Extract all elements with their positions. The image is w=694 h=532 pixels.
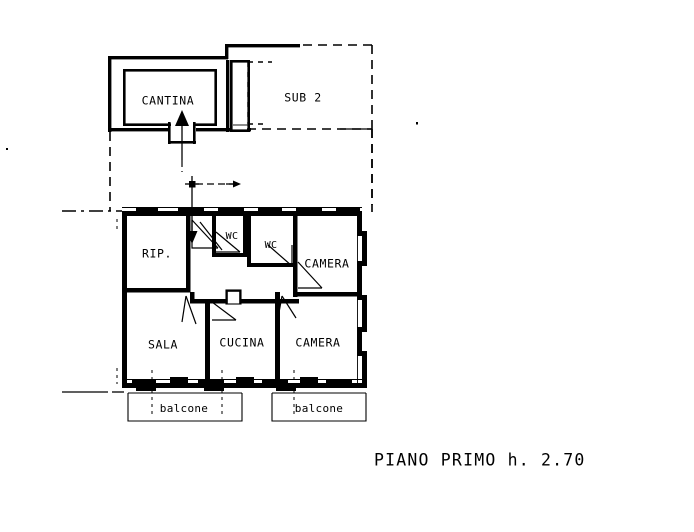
room-label-sala: SALA bbox=[148, 338, 178, 352]
room-label-cucina: CUCINA bbox=[219, 336, 264, 350]
room-label-sub2: SUB 2 bbox=[284, 91, 322, 105]
balcony-label-left: balcone bbox=[160, 402, 208, 415]
balcony-label-right: balcone bbox=[295, 402, 343, 415]
cantina-room-walls bbox=[123, 69, 217, 126]
ink-speck bbox=[416, 122, 418, 125]
cantina-stairwell-shaft bbox=[230, 60, 250, 132]
room-label-cantina: CANTINA bbox=[142, 94, 195, 108]
stair-up-arrow-icon bbox=[175, 110, 189, 172]
top-exterior-wall bbox=[122, 207, 362, 216]
room-label-camera-upper: CAMERA bbox=[304, 257, 349, 271]
cantina-outer-wall bbox=[108, 44, 300, 132]
basement-block: SUB 2 CANTINA bbox=[108, 44, 373, 205]
room-label-rip: RIP. bbox=[142, 247, 172, 261]
room-label-wc-right: WC bbox=[265, 240, 278, 251]
room-label-wc-left: WC bbox=[226, 231, 239, 242]
apartment-block: RIP. WC WC CAMERA SALA CUCINA CAMERA bbox=[122, 207, 367, 391]
door-swing-arcs bbox=[181, 219, 323, 325]
ink-speck-left bbox=[6, 148, 8, 150]
room-label-camera-lower: CAMERA bbox=[295, 336, 340, 350]
balcone-left: balcone bbox=[127, 390, 243, 422]
balconies: balcone balcone bbox=[127, 370, 367, 422]
right-exterior-wall bbox=[357, 211, 367, 387]
basement-bottom-edge bbox=[248, 128, 251, 132]
plan-caption: PIANO PRIMO h. 2.70 bbox=[374, 451, 586, 470]
internal-walls bbox=[122, 215, 359, 385]
construction-axis-lines bbox=[6, 122, 418, 393]
balcone-right: balcone bbox=[271, 390, 367, 422]
